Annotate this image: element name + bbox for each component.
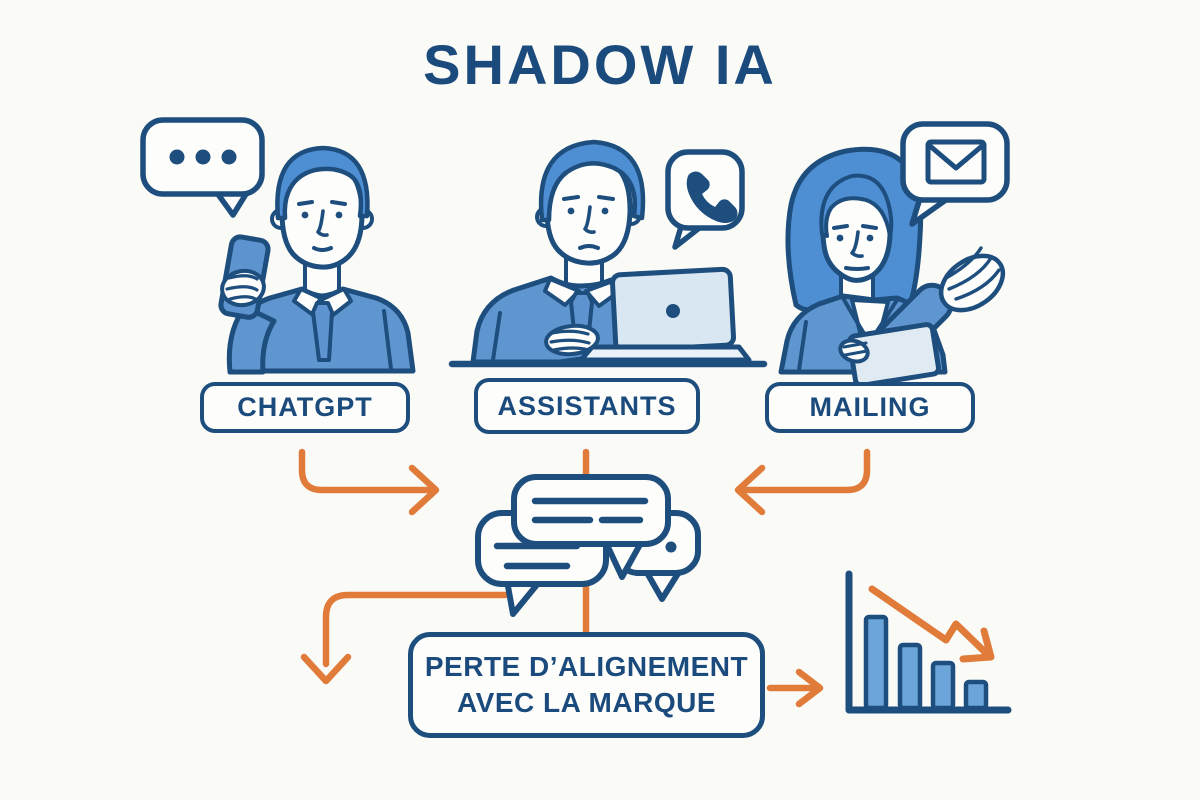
arrow-outcome-to-chart [766, 668, 824, 708]
label-chatgpt: CHATGPT [200, 382, 410, 433]
phone-call-bubble-icon [665, 149, 745, 250]
woman-gesturing-figure [778, 146, 1006, 388]
open-palm-hand [938, 253, 1006, 313]
label-mailing: MAILING [765, 382, 975, 433]
laptop-logo-dot [666, 304, 680, 318]
declining-trend-arrow [868, 585, 995, 663]
necktie [311, 301, 334, 362]
arrow-mailing-to-chat [734, 448, 871, 516]
hair [538, 139, 646, 223]
envelope-icon [925, 139, 987, 185]
phone-handset-glyph [686, 171, 738, 223]
chart-bars [863, 614, 989, 711]
page-title: SHADOW IA [423, 33, 777, 96]
outcome-box: PERTE D’ALIGNEMENT AVEC LA MARQUE [408, 632, 765, 738]
laptop-icon [578, 266, 752, 363]
mail-envelope-bubble-icon [900, 121, 1010, 227]
hair [275, 145, 370, 221]
chart-axes [845, 570, 1012, 714]
typing-dots-bubble-icon [140, 117, 265, 218]
man-at-laptop-figure [448, 139, 768, 368]
outcome-line-1: PERTE D’ALIGNEMENT [424, 650, 749, 682]
outcome-line-2: AVEC LA MARQUE [457, 687, 716, 718]
arrow-chat-to-bottom-left [300, 591, 509, 685]
chat-conversation-icon [475, 474, 701, 617]
arrow-chatgpt-to-chat [298, 448, 440, 516]
hair-fringe [819, 173, 894, 238]
declining-bar-chart-icon [845, 570, 1012, 714]
label-assistants: ASSISTANTS [474, 378, 700, 434]
man-looking-at-phone-figure [218, 145, 416, 375]
raised-arm [226, 304, 277, 375]
